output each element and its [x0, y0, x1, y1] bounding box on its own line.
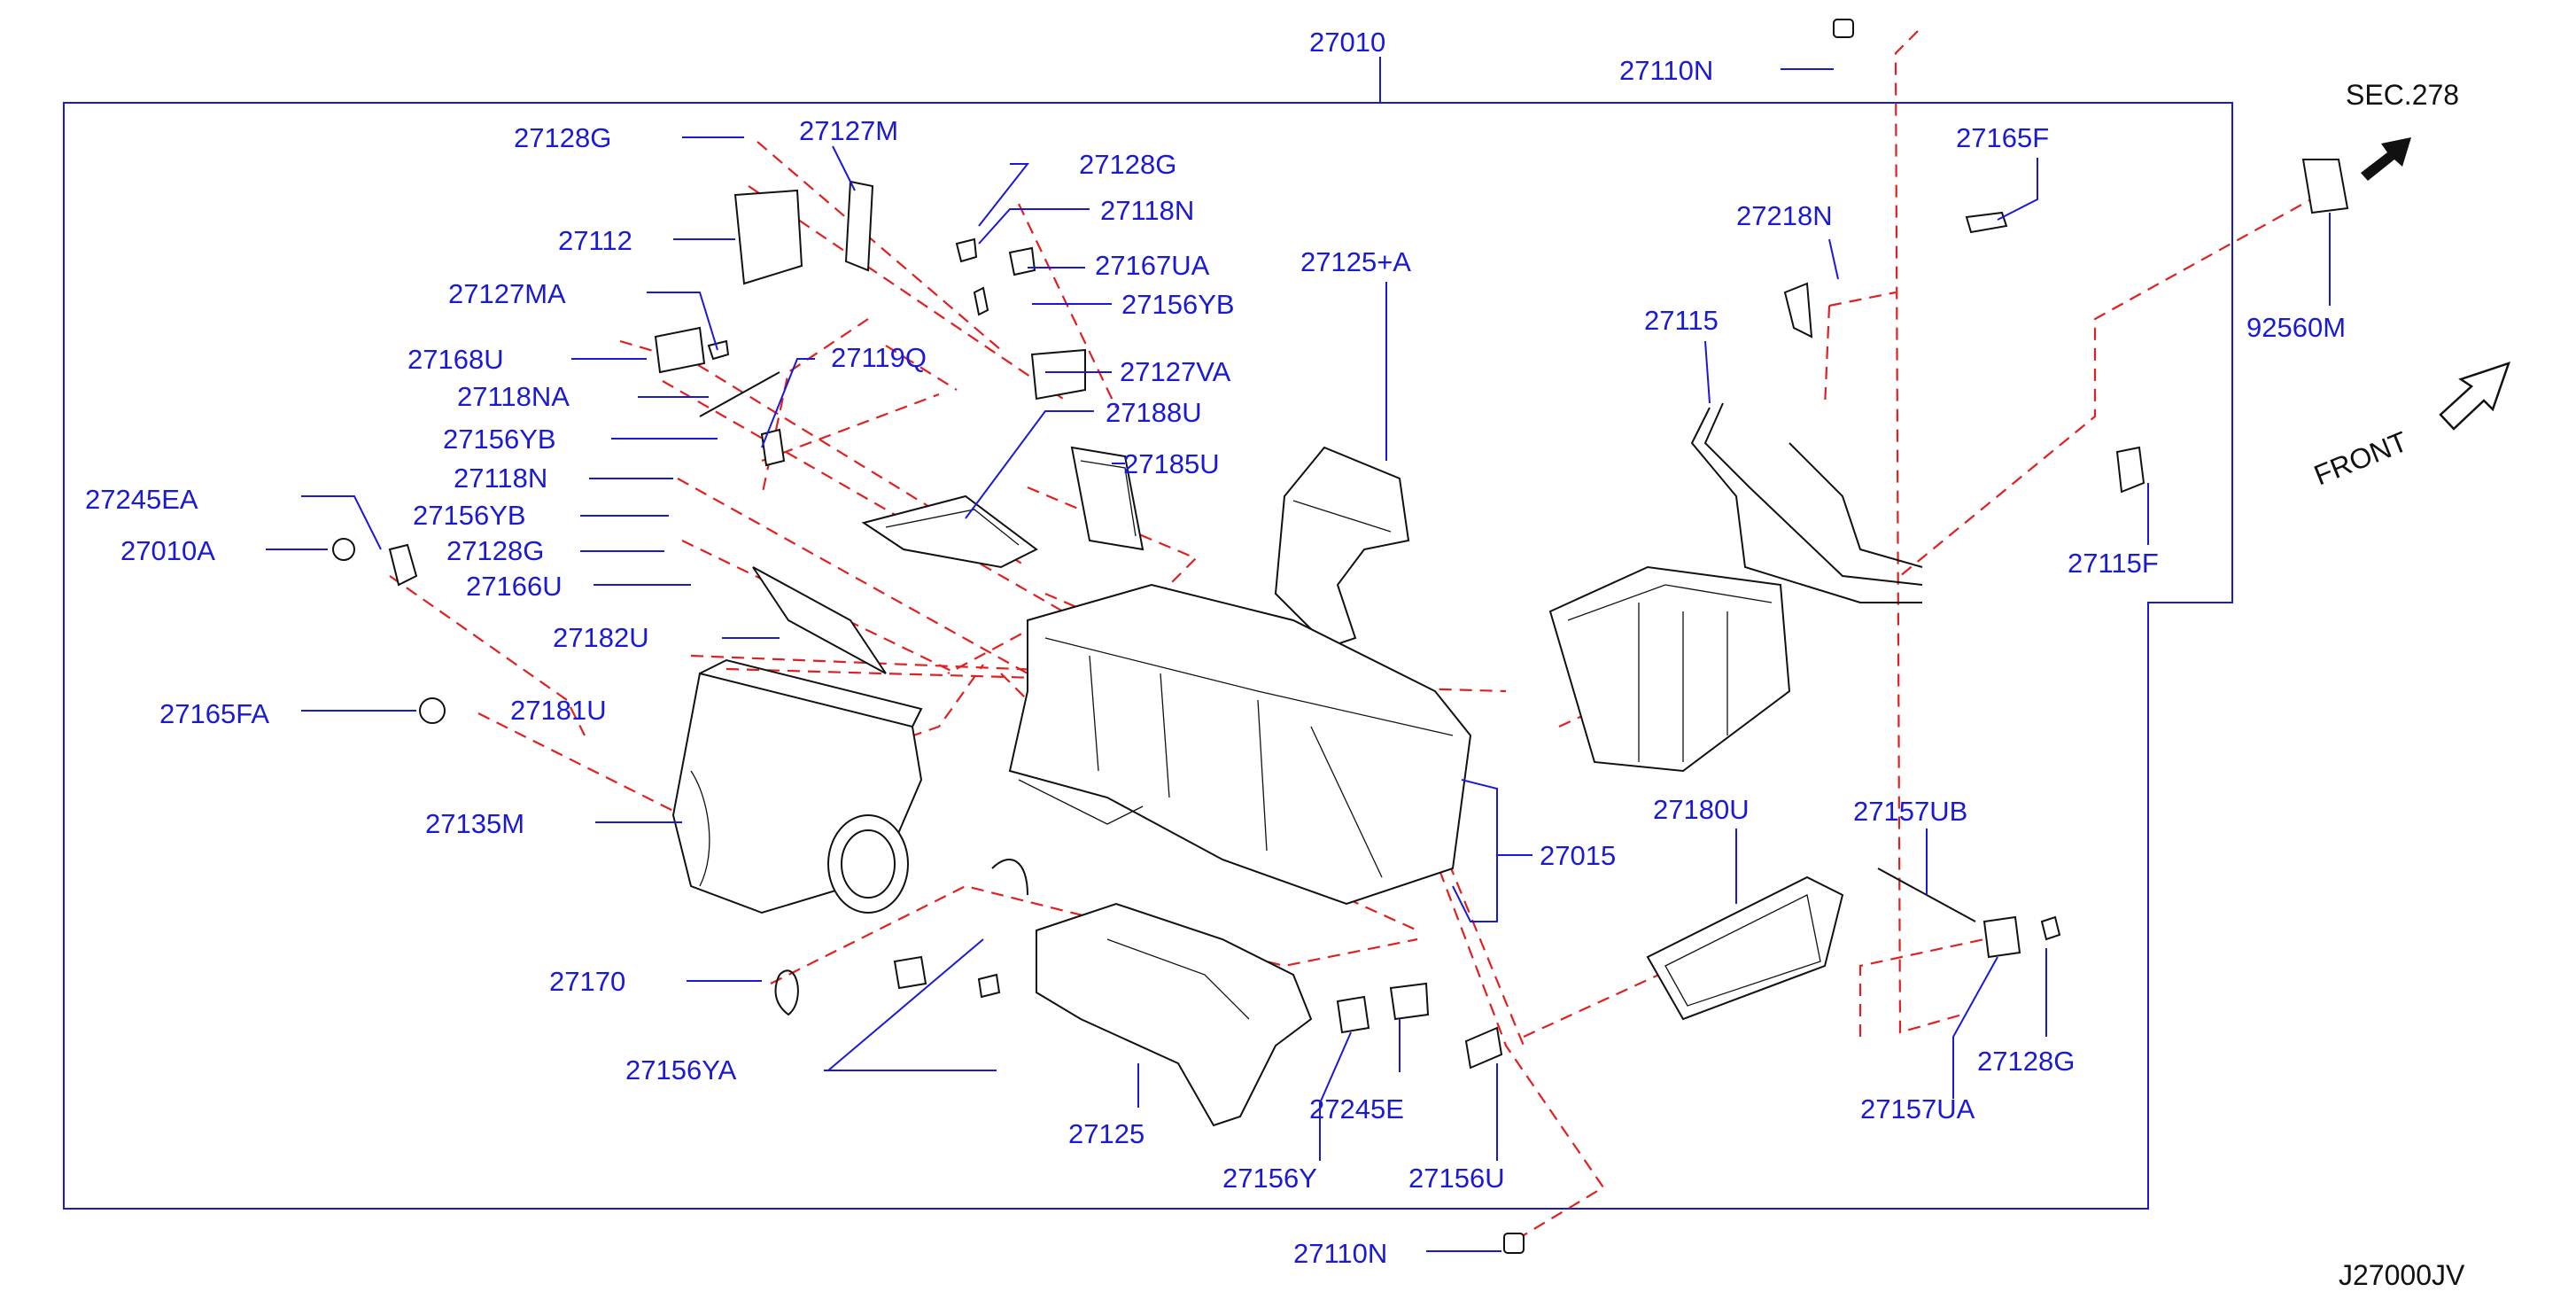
label-27118NA: 27118NA — [457, 381, 570, 412]
label-27115F: 27115F — [2068, 548, 2159, 579]
diagram-code: J27000JV — [2339, 1259, 2465, 1291]
label-92560M: 92560M — [2246, 312, 2346, 343]
label-27156YA: 27156YA — [625, 1054, 737, 1085]
heater-unit-part — [1008, 583, 1472, 906]
label-27180U: 27180U — [1653, 794, 1750, 825]
front-arrow-icon — [2439, 362, 2511, 431]
label-27185U: 27185U — [1123, 448, 1220, 479]
duct-upper-part — [1274, 446, 1410, 649]
blower-case-part — [671, 658, 923, 914]
filter-frame-part — [1070, 446, 1144, 551]
label-27015: 27015 — [1540, 840, 1616, 871]
label-27156YB-2: 27156YB — [443, 424, 556, 455]
label-27166U: 27166U — [466, 571, 563, 602]
label-27110N-bottom: 27110N — [1293, 1238, 1387, 1269]
label-27127M: 27127M — [799, 115, 898, 146]
label-27157UA: 27157UA — [1860, 1093, 1975, 1124]
label-27115: 27115 — [1644, 305, 1719, 336]
label-27165FA: 27165FA — [159, 698, 269, 729]
label-27218N: 27218N — [1736, 200, 1833, 231]
front-label: FRONT — [2309, 425, 2412, 492]
leader-lines — [266, 68, 2331, 1252]
label-27010A: 27010A — [120, 535, 215, 566]
label-27156YB-3: 27156YB — [413, 500, 526, 531]
label-27128G-1: 27128G — [514, 122, 611, 153]
label-27188U: 27188U — [1106, 397, 1202, 428]
section-ref-label: SEC.278 — [2346, 79, 2459, 111]
label-27167UA: 27167UA — [1095, 250, 1210, 281]
label-27135M: 27135M — [425, 808, 524, 839]
label-27128G-4: 27128G — [1977, 1046, 2075, 1077]
label-27156U: 27156U — [1408, 1163, 1505, 1194]
label-27128G-3: 27128G — [446, 535, 544, 566]
label-27127MA: 27127MA — [448, 278, 566, 309]
pipes-part — [1690, 402, 1923, 603]
duct-lower-part — [1036, 902, 1313, 1127]
intake-door-part — [752, 566, 887, 674]
label-27010: 27010 — [1309, 27, 1385, 58]
label-27118N-2: 27118N — [454, 463, 547, 494]
label-27128G-2: 27128G — [1079, 149, 1176, 180]
label-27156Y: 27156Y — [1222, 1163, 1317, 1194]
heater-core-part — [1646, 875, 1844, 1021]
label-27125: 27125 — [1068, 1118, 1144, 1149]
label-27157UB: 27157UB — [1853, 796, 1967, 827]
label-27112: 27112 — [558, 225, 632, 256]
label-27182U: 27182U — [553, 622, 649, 653]
label-27245E: 27245E — [1309, 1093, 1404, 1124]
filter-part — [861, 494, 1038, 569]
sec-arrow-icon — [2361, 137, 2411, 181]
label-27127VA: 27127VA — [1120, 356, 1231, 387]
evaporator-part — [1548, 565, 1791, 773]
label-27118N-1: 27118N — [1100, 195, 1194, 226]
label-27168U: 27168U — [407, 344, 504, 375]
label-27170: 27170 — [549, 966, 625, 997]
label-27165F: 27165F — [1956, 122, 2049, 153]
label-27181U: 27181U — [510, 695, 607, 726]
small-hardware-parts — [332, 19, 2349, 1254]
part-labels: 27010 27110N 27110N 27128G 27127M 27128G… — [85, 27, 2465, 1291]
label-27245EA: 27245EA — [85, 484, 198, 515]
label-27156YB-1: 27156YB — [1121, 289, 1235, 320]
label-27125A: 27125+A — [1300, 246, 1411, 277]
label-27110N-top: 27110N — [1619, 55, 1713, 86]
label-27119Q: 27119Q — [831, 342, 927, 373]
